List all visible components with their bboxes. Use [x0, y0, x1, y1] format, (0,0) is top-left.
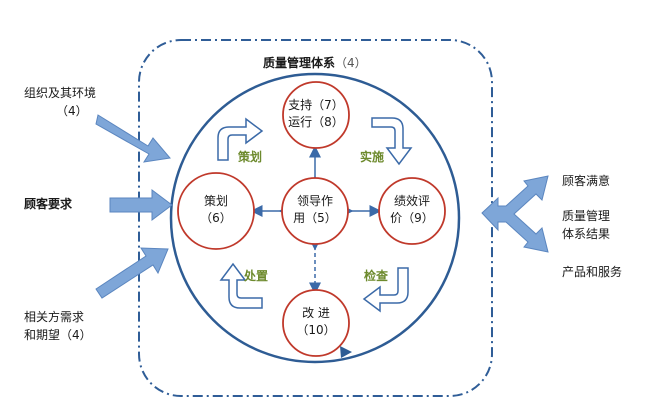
system-title: 质量管理体系（4） [263, 56, 367, 70]
output-arrow [481, 175, 549, 253]
input-customer-label: 顾客要求 [24, 197, 73, 211]
output-results-label-1: 质量管理 [562, 209, 611, 223]
input-arrow-customer [109, 189, 173, 221]
circle-support-line-1: 支持（7） [288, 98, 344, 112]
input-org-label-1: 组织及其环境 [24, 86, 97, 100]
circle-support-line-2: 运行（8） [288, 115, 344, 129]
circle-improve-text: 改 进 （10） [276, 305, 356, 339]
do-cycle-arrow [371, 117, 413, 166]
circle-improve [282, 289, 350, 357]
check-cycle-arrow [362, 267, 409, 313]
circle-performance-text: 绩效评 价（9） [372, 193, 452, 227]
output-satisfaction-label: 顾客满意 [562, 174, 611, 188]
circle-performance-line-1: 绩效评 [393, 194, 430, 208]
cycle-plan-label: 策划 [238, 150, 263, 164]
cycle-act-label: 处置 [244, 269, 269, 283]
circle-plan-line-1: 策划 [203, 194, 228, 208]
input-arrow-parties [95, 247, 169, 299]
ring-arrowhead [340, 346, 352, 358]
circle-performance [378, 177, 446, 245]
input-parties-label-1: 相关方需求 [24, 310, 85, 324]
circle-improve-line-2: （10） [296, 323, 336, 337]
circle-improve-line-1: 改 进 [302, 306, 330, 320]
input-parties-label-2: 和期望（4） [24, 328, 92, 342]
pdca-ring [169, 72, 461, 364]
circle-plan-line-2: （6） [200, 211, 232, 225]
circle-support-text: 支持（7） 运行（8） [276, 97, 356, 131]
circle-leadership-text: 领导作 用（5） [275, 193, 355, 227]
circle-performance-line-2: 价（9） [390, 211, 434, 225]
input-arrow-org [95, 114, 171, 163]
circle-plan-text: 策划 （6） [176, 193, 256, 227]
system-boundary [138, 39, 493, 397]
circle-plan [177, 172, 255, 250]
circle-leadership-line-1: 领导作 [296, 194, 333, 208]
circle-leadership-line-2: 用（5） [293, 211, 337, 225]
cycle-check-label: 检查 [364, 269, 389, 283]
cycle-do-label: 实施 [360, 150, 385, 164]
circle-support [282, 81, 350, 149]
plan-cycle-arrow [217, 117, 264, 161]
output-products-label: 产品和服务 [562, 265, 623, 279]
circle-leadership [281, 177, 349, 245]
input-org-label-2: （4） [56, 104, 88, 118]
act-cycle-arrow [219, 262, 263, 309]
output-results-label-2: 体系结果 [562, 227, 611, 241]
